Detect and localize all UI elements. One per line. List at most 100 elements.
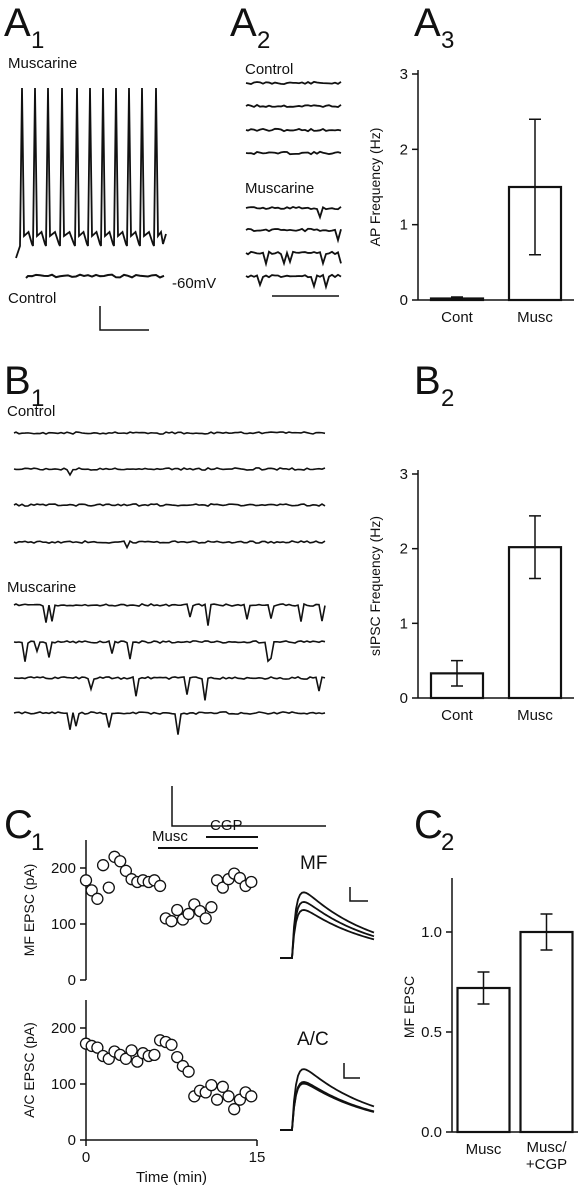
error-bar (451, 296, 463, 301)
data-point (114, 855, 127, 868)
y-axis-label: AP Frequency (Hz) (367, 128, 383, 247)
y-tick-label: 0.0 (421, 1124, 442, 1141)
control-sweep (13, 502, 326, 507)
scale-bar-a1 (99, 306, 149, 331)
muscarine-sweep (13, 602, 326, 626)
epsc-trace (280, 901, 375, 959)
epsc-trace (280, 1082, 375, 1131)
x-tick-label: Cont (441, 707, 474, 724)
data-point (119, 1052, 133, 1065)
x-tick-label: Musc (517, 309, 553, 326)
panel-sub-b2: 2 (441, 385, 454, 412)
error-bar (540, 913, 553, 951)
x-tick-label: 0 (82, 1149, 90, 1166)
data-point (171, 903, 184, 917)
panel-letter-a1: A (4, 1, 31, 45)
y-tick-label: 0 (68, 972, 76, 989)
data-point (228, 1103, 241, 1116)
y-tick-label: 100 (51, 1076, 76, 1093)
panel-letter-c1: C (4, 803, 33, 847)
data-point (216, 881, 229, 894)
error-bar (529, 515, 541, 580)
bar-musc (456, 986, 511, 1134)
data-point (85, 884, 98, 897)
control-sweep (245, 80, 342, 86)
x-tick-label: 15 (249, 1149, 266, 1166)
panel-sub-c2: 2 (441, 829, 454, 856)
error-bar (451, 659, 463, 687)
drug-label-musc: Musc (152, 828, 188, 845)
panel-letter-a2: A (230, 1, 257, 45)
trace-label-muscarine-a2: Muscarine (245, 180, 314, 197)
data-point (79, 874, 93, 887)
panel-letter-b1: B (4, 359, 31, 403)
data-point (165, 1038, 178, 1051)
x-tick-label-line: +CGP (526, 1156, 567, 1173)
panel-a1: A 1 Muscarine -60mV Control (4, 1, 216, 331)
muscarine-sweep (13, 675, 326, 701)
bar-cont (429, 672, 485, 700)
y-tick-label: 2 (400, 541, 408, 558)
data-point (165, 915, 178, 928)
x-tick-label-line: Musc/ (526, 1139, 567, 1156)
control-sweep (245, 127, 342, 133)
traces-a2 (245, 80, 342, 291)
y-tick-label: 2 (400, 141, 408, 158)
y-tick-label: 200 (51, 860, 76, 877)
x-tick-label: Musc (466, 1141, 502, 1158)
muscarine-sweep (13, 711, 326, 735)
y-tick-label: 3 (400, 66, 408, 83)
panel-letter-a3: A (414, 1, 441, 45)
y-axis-label: MF EPSC (401, 976, 417, 1038)
spike-waveform (15, 87, 167, 259)
muscarine-sweep (245, 273, 342, 291)
traces-mf (280, 891, 375, 959)
muscarine-sweep (13, 640, 326, 663)
data-point (125, 1044, 138, 1057)
panel-sub-b1: 1 (31, 385, 44, 412)
x-tick-label: Musc (517, 707, 553, 724)
control-sweep (13, 539, 326, 550)
panel-sub-a3: 3 (441, 27, 454, 54)
data-point (205, 1078, 218, 1092)
traces-b1 (13, 431, 326, 735)
y-axis-label: sIPSC Frequency (Hz) (367, 516, 383, 656)
trace-label-muscarine: Muscarine (8, 55, 77, 72)
control-sweep (245, 150, 342, 156)
panel-sub-a2: 2 (257, 27, 270, 54)
scale-bar-ac (343, 1063, 360, 1079)
error-bar (529, 118, 541, 256)
drug-label-cgp: CGP (210, 817, 243, 834)
data-point (153, 879, 167, 893)
y-tick-label: 0 (400, 690, 408, 707)
data-point (182, 907, 195, 921)
data-point (199, 912, 212, 925)
trace-label-control: Control (8, 290, 56, 307)
trace-control (25, 273, 165, 279)
panel-a2: A 2 Control Muscarine (230, 1, 342, 297)
trace-muscarine-spikes (15, 87, 167, 259)
scale-bar-b1 (171, 786, 326, 827)
panel-sub-a1: 1 (31, 27, 44, 54)
control-sweep (13, 431, 326, 435)
control-sweep (13, 467, 326, 477)
y-axis-label: A/C EPSC (pA) (21, 1022, 37, 1118)
data-point (131, 1055, 144, 1068)
control-sweep (245, 103, 342, 109)
data-point (96, 859, 110, 872)
panel-letter-c2: C (414, 803, 443, 847)
data-point (102, 881, 115, 894)
epsc-trace (280, 1068, 375, 1131)
trace-label-control-a2: Control (245, 61, 293, 78)
data-point (210, 1093, 224, 1106)
y-tick-label: 0 (68, 1132, 76, 1149)
scale-bar-mf (349, 887, 368, 902)
muscarine-sweep (245, 205, 342, 221)
x-axis-label: Time (min) (136, 1169, 207, 1186)
error-bar (477, 971, 490, 1005)
